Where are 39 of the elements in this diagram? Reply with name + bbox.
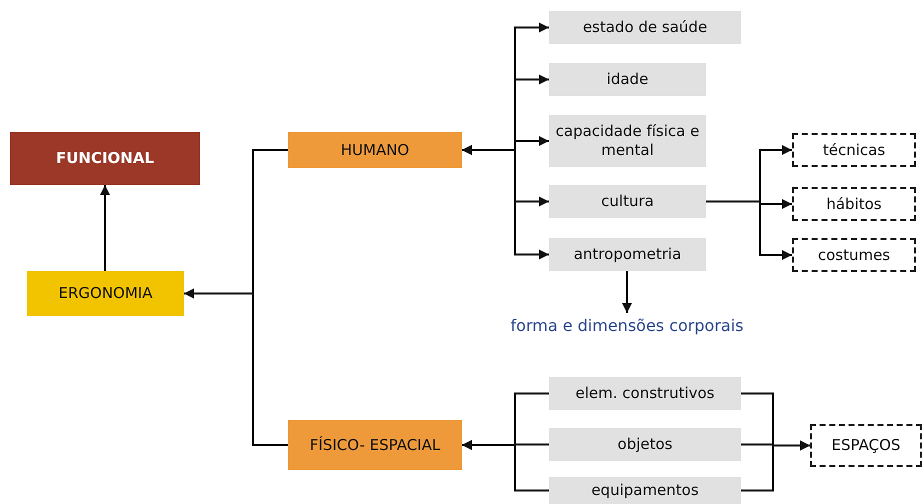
box-label: elem. construtivos bbox=[576, 384, 714, 403]
box-label: cultura bbox=[601, 192, 654, 211]
category-box bbox=[27, 271, 184, 316]
connector-arrow bbox=[622, 271, 632, 313]
dashed-box bbox=[792, 238, 916, 272]
dashed-box bbox=[792, 187, 916, 221]
box-label: costumes bbox=[818, 246, 890, 264]
box-label: ESPAÇOS bbox=[832, 436, 900, 455]
box-label: HUMANO bbox=[340, 140, 410, 160]
factor-box bbox=[549, 377, 741, 410]
box-label: idade bbox=[606, 70, 648, 89]
box-label: equipamentos bbox=[591, 481, 699, 500]
connector-arrow bbox=[100, 185, 110, 271]
box-label: FÍSICO- ESPACIAL bbox=[310, 436, 440, 454]
connector-arrow bbox=[462, 440, 549, 492]
box-label: antropometria bbox=[574, 245, 682, 264]
box-label: capacidade física e mental bbox=[554, 122, 700, 160]
connector-arrow bbox=[184, 288, 288, 446]
box-label: objetos bbox=[618, 435, 672, 454]
box-label: ERGONOMIA bbox=[58, 284, 152, 303]
category-box bbox=[288, 420, 462, 470]
dashed-box bbox=[810, 424, 922, 467]
category-box bbox=[10, 132, 200, 185]
box-label: FUNCIONAL bbox=[56, 149, 154, 168]
connector-arrow bbox=[741, 440, 810, 492]
factor-box bbox=[549, 11, 741, 44]
box-label: técnicas bbox=[822, 140, 886, 160]
text-label: forma e dimensões corporais bbox=[487, 313, 767, 339]
factor-box bbox=[549, 63, 706, 96]
dashed-box bbox=[792, 133, 916, 167]
factor-box bbox=[549, 185, 706, 218]
factor-box bbox=[549, 238, 706, 271]
factor-box bbox=[549, 477, 741, 504]
connector-arrow bbox=[462, 145, 549, 260]
factor-box bbox=[549, 428, 741, 461]
box-label: hábitos bbox=[826, 194, 882, 214]
category-box bbox=[288, 132, 462, 168]
factor-box bbox=[549, 115, 706, 167]
box-label: estado de saúde bbox=[582, 18, 708, 37]
